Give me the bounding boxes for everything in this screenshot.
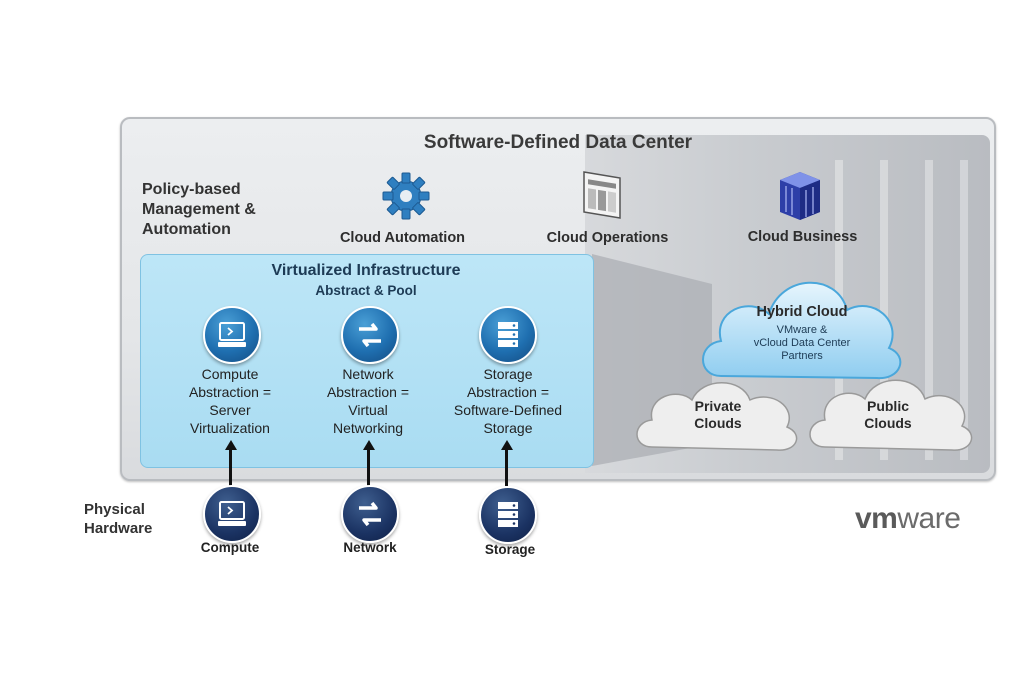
hybrid-cloud-partners: VMware & vCloud Data Center Partners — [753, 324, 851, 362]
physical-storage-label: Storage — [484, 542, 536, 557]
compute-arrow — [229, 448, 232, 486]
cube-icon — [780, 172, 820, 220]
cloud-business-label: Cloud Business — [747, 229, 858, 245]
physical-compute-label: Compute — [200, 540, 260, 555]
computer-icon — [203, 485, 261, 543]
gear-icon — [382, 172, 430, 220]
virtualized-infrastructure-subtitle: Abstract & Pool — [315, 283, 417, 298]
vmware-logo: vmware — [855, 502, 961, 536]
policy-label: Policy-based Management & Automation — [142, 181, 256, 238]
public-clouds-label: Public Clouds — [864, 398, 912, 431]
private-cloud-shape — [636, 382, 798, 451]
computer-icon — [203, 306, 261, 364]
storage-icon — [479, 306, 537, 364]
network-arrows-icon — [341, 306, 399, 364]
vmware-logo-vm: vm — [855, 502, 898, 535]
storage-icon — [479, 486, 537, 544]
vmware-logo-ware: ware — [897, 502, 961, 535]
storage-arrow-head — [500, 440, 513, 450]
network-arrow-head — [362, 440, 375, 450]
network-abstraction-text: Network Abstraction = Virtual Networking — [326, 366, 410, 436]
physical-hardware-label: Physical Hardware — [84, 501, 153, 537]
compute-abstraction-text: Compute Abstraction = Server Virtualizat… — [188, 366, 272, 436]
diagram-title: Software-Defined Data Center — [423, 132, 693, 153]
hybrid-cloud-shape — [702, 281, 902, 380]
hybrid-cloud-title: Hybrid Cloud — [756, 304, 848, 320]
private-clouds-label: Private Clouds — [694, 398, 742, 431]
network-arrows-icon — [341, 485, 399, 543]
compute-arrow-head — [224, 440, 237, 450]
public-cloud-shape — [809, 379, 973, 451]
storage-abstraction-text: Storage Abstraction = Software-Defined S… — [453, 366, 563, 436]
network-arrow — [367, 448, 370, 486]
cloud-automation-label: Cloud Automation — [339, 230, 466, 246]
storage-arrow — [505, 448, 508, 486]
physical-network-label: Network — [343, 540, 397, 555]
dashboard-icon — [583, 171, 621, 219]
cloud-operations-label: Cloud Operations — [546, 230, 669, 246]
virtualized-infrastructure-title: Virtualized Infrastructure — [271, 262, 461, 279]
